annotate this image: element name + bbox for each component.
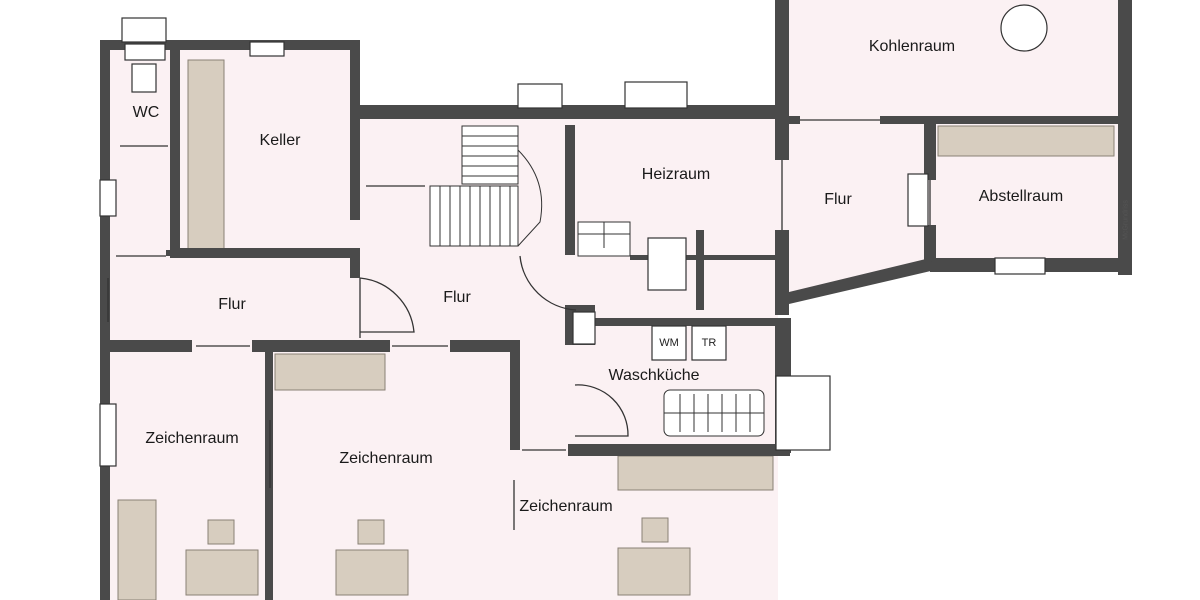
- wall: [696, 230, 704, 310]
- window: [124, 43, 166, 61]
- zeichenraum3-shelf: [617, 455, 774, 491]
- credit-watermark: McGrundriss: [1122, 200, 1130, 240]
- chair-3: [641, 517, 669, 543]
- toilet: [131, 63, 157, 93]
- door-swing: [359, 277, 415, 338]
- window: [99, 179, 117, 217]
- wall: [1118, 0, 1132, 275]
- floor-east-flur: [788, 120, 930, 300]
- doors: [107, 119, 931, 530]
- door-swing: [519, 255, 577, 311]
- chair-1: [207, 519, 235, 545]
- opening: [352, 278, 364, 340]
- keller-shelf: [187, 59, 225, 251]
- furniture: [117, 59, 1115, 600]
- washer-box: [651, 325, 687, 361]
- wall: [170, 248, 358, 258]
- wall: [565, 125, 575, 255]
- wall: [350, 40, 360, 220]
- floor-areas: [108, 0, 1128, 600]
- windows: [99, 17, 1046, 467]
- abstellraum-shelf: [937, 125, 1115, 157]
- dryer-box: [691, 325, 727, 361]
- fixtures: [131, 4, 1048, 361]
- desk-2: [335, 549, 409, 596]
- wall: [360, 105, 780, 119]
- wall: [789, 258, 935, 304]
- zeichenraum2-shelf: [274, 353, 386, 391]
- wall: [350, 248, 360, 278]
- window: [517, 83, 563, 109]
- wall: [265, 352, 273, 600]
- opening: [110, 250, 166, 256]
- chair-2: [357, 519, 385, 545]
- staircase: [429, 125, 765, 437]
- window: [99, 403, 117, 467]
- wall: [100, 40, 110, 600]
- window: [249, 41, 285, 57]
- wall: [100, 340, 520, 352]
- wall: [100, 40, 360, 50]
- heater: [647, 237, 687, 291]
- floor-kohlenraum: [788, 0, 1128, 118]
- tank: [1000, 4, 1048, 52]
- window: [121, 17, 167, 43]
- washer-label: WM: [659, 337, 679, 349]
- door-swing: [574, 384, 629, 437]
- desk-3: [617, 547, 691, 596]
- window: [907, 173, 929, 227]
- wall: [775, 0, 789, 315]
- window: [994, 257, 1046, 275]
- wall: [595, 318, 778, 326]
- zeichenraum1-cabinet: [117, 499, 157, 600]
- window: [775, 375, 831, 451]
- wall: [568, 444, 790, 456]
- waschkueche-pillar: [572, 311, 596, 345]
- desk-1: [185, 549, 259, 596]
- window: [624, 81, 688, 109]
- dryer-label: TR: [701, 337, 717, 349]
- wall: [510, 340, 520, 450]
- wall: [170, 40, 180, 255]
- wall: [789, 116, 1119, 124]
